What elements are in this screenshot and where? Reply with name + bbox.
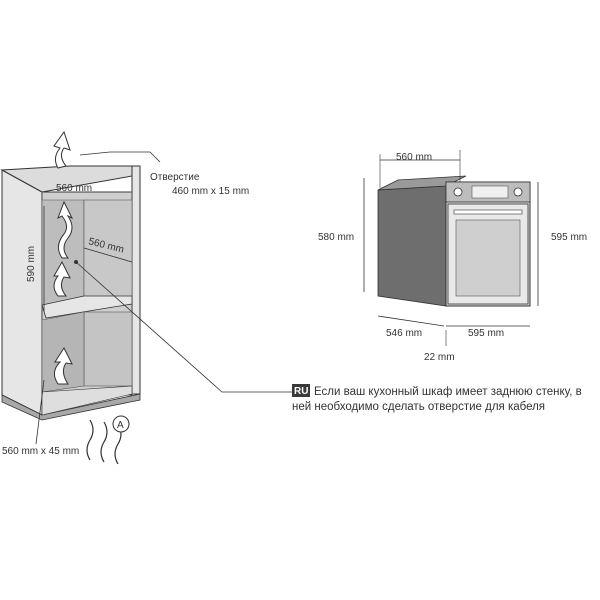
oven-display [471, 185, 509, 199]
vent-top-label-line2: 460 mm x 15 mm [172, 186, 249, 197]
note-line2: ней необходимо сделать отверстие для каб… [292, 401, 545, 413]
note-line1: Если ваш кухонный шкаф имеет заднюю стен… [314, 386, 582, 398]
cabinet-height-label: 590 mm [26, 246, 37, 282]
oven-depth-bottom-dim [377, 315, 445, 327]
oven-height-left-label: 580 mm [318, 232, 354, 243]
vent-bottom-label: 560 mm x 45 mm [2, 446, 79, 457]
oven-door-label: 22 mm [424, 352, 455, 363]
airflow-arrow-icon [57, 200, 74, 259]
oven-knob-right-icon [513, 187, 523, 197]
cabinet-lower-back [83, 311, 133, 387]
cabinet-width-label: 560 mm [56, 183, 92, 194]
cabinet-depth-dim-line [83, 247, 133, 263]
oven-knob-left-icon [453, 187, 463, 197]
cabinet-drawing: 560 mm 560 mm 590 mm A Отверс [0, 130, 292, 465]
airflow-arrow-icon [54, 346, 73, 385]
cabinet-shelf [41, 295, 133, 319]
oven-height-right-label: 595 mm [551, 232, 587, 243]
oven-drawing: 560 mm 580 mm 595 mm 546 mm 595 mm 22 mm [318, 150, 587, 363]
cable-hole-leader [75, 261, 292, 393]
vent-top-label-line1: Отверстие [150, 172, 200, 183]
oven-depth-bottom-label: 546 mm [386, 328, 422, 339]
cabinet-right-frame [131, 165, 141, 395]
airflow-arrow-icon [53, 260, 71, 297]
oven-door-handle [453, 209, 523, 215]
cabinet-front-frame [1, 169, 43, 416]
vent-bottom-leader [35, 379, 45, 445]
lang-badge-text: RU [294, 386, 308, 397]
airflow-arrow-icon [53, 130, 71, 169]
ru-note: RU Если ваш кухонный шкаф имеет заднюю с… [292, 384, 582, 413]
vent-top-leader [79, 151, 161, 163]
oven-body-side [377, 185, 447, 307]
callout-a-icon [112, 415, 130, 433]
oven-depth-top-label: 560 mm [396, 152, 432, 163]
lang-badge [292, 384, 310, 397]
callout-a-letter: A [117, 420, 124, 431]
oven-window [455, 219, 521, 297]
oven-body-top [377, 175, 467, 191]
oven-width-label: 595 mm [468, 328, 504, 339]
cabinet-floor [41, 385, 133, 416]
